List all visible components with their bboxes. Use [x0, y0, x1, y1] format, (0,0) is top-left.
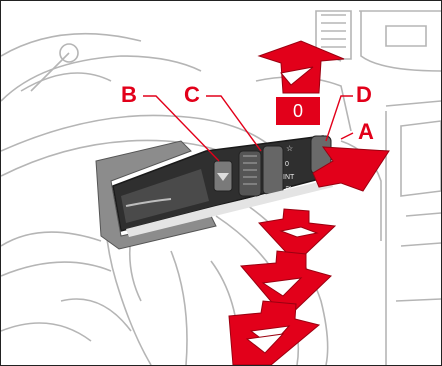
- callout-a: A: [358, 121, 374, 143]
- position-zero-box: 0: [276, 97, 320, 125]
- pointer-arrow-up: [259, 41, 344, 93]
- svg-text:☆: ☆: [286, 144, 293, 153]
- svg-text:INT: INT: [283, 174, 295, 181]
- callout-d: D: [356, 84, 372, 106]
- svg-text:0: 0: [285, 161, 289, 168]
- callout-c: C: [184, 84, 200, 106]
- pointer-arrow-down-double: [229, 251, 331, 365]
- callout-b: B: [121, 84, 137, 106]
